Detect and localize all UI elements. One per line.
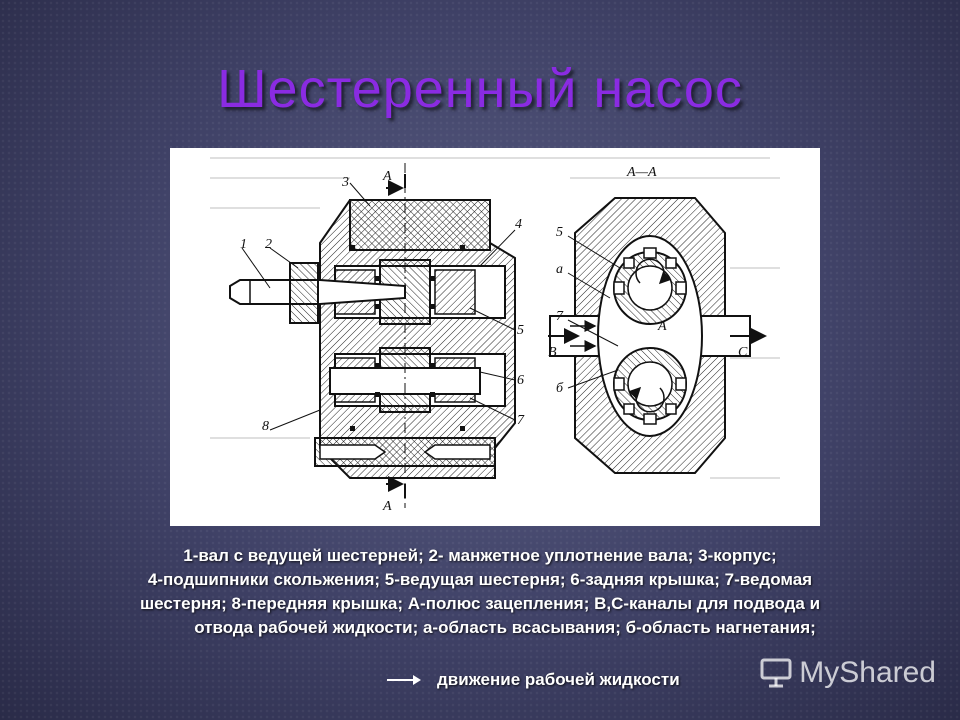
label-7: 7	[517, 413, 525, 428]
pump-drawing: 1 2 3 4 5 6 7 8 A A	[210, 157, 780, 514]
cross-section: A—A 5 а 7 б B C A	[548, 165, 767, 474]
label-a-bottom: A	[382, 499, 392, 514]
label-a-top: A	[382, 169, 392, 184]
label-b: B	[548, 345, 557, 360]
label-3: 3	[341, 175, 349, 190]
label-r7: 7	[556, 309, 564, 324]
longitudinal-section: 1 2 3 4 5 6 7 8 A A	[229, 163, 525, 514]
caption: 1-вал с ведущей шестерней; 2- манжетное …	[40, 544, 920, 640]
label-4: 4	[515, 217, 522, 232]
label-c: C	[738, 345, 748, 360]
label-5: 5	[517, 323, 524, 338]
slide-title: Шестеренный насос	[217, 59, 743, 119]
flow-legend: движение рабочей жидкости	[385, 669, 680, 691]
caption-line-2: 4-подшипники скольжения; 5-ведущая шесте…	[147, 570, 813, 589]
arrow-right-icon	[387, 675, 421, 685]
label-a-pole: A	[657, 319, 667, 334]
label-1: 1	[240, 237, 247, 252]
caption-line-3: шестерня; 8-передняя крышка; А-полюс зац…	[139, 594, 821, 613]
caption-line-1: 1-вал с ведущей шестерней; 2- манжетное …	[183, 546, 777, 565]
label-section-aa: A—A	[626, 165, 657, 180]
label-8: 8	[262, 419, 269, 434]
caption-line-4: отвода рабочей жидкости; а-область всасы…	[194, 618, 816, 637]
flow-legend-text: движение рабочей жидкости	[437, 670, 680, 689]
label-r5: 5	[556, 225, 563, 240]
label-6: 6	[517, 373, 524, 388]
watermark-text: MyShared	[799, 656, 936, 689]
background-text-lines	[210, 157, 780, 479]
presentation-icon	[760, 658, 792, 688]
pump-diagram: 1 2 3 4 5 6 7 8 A A	[170, 148, 820, 526]
watermark: MyShared	[759, 656, 936, 690]
label-rb: б	[556, 381, 564, 396]
label-ra: а	[556, 262, 563, 277]
label-2: 2	[265, 237, 272, 252]
